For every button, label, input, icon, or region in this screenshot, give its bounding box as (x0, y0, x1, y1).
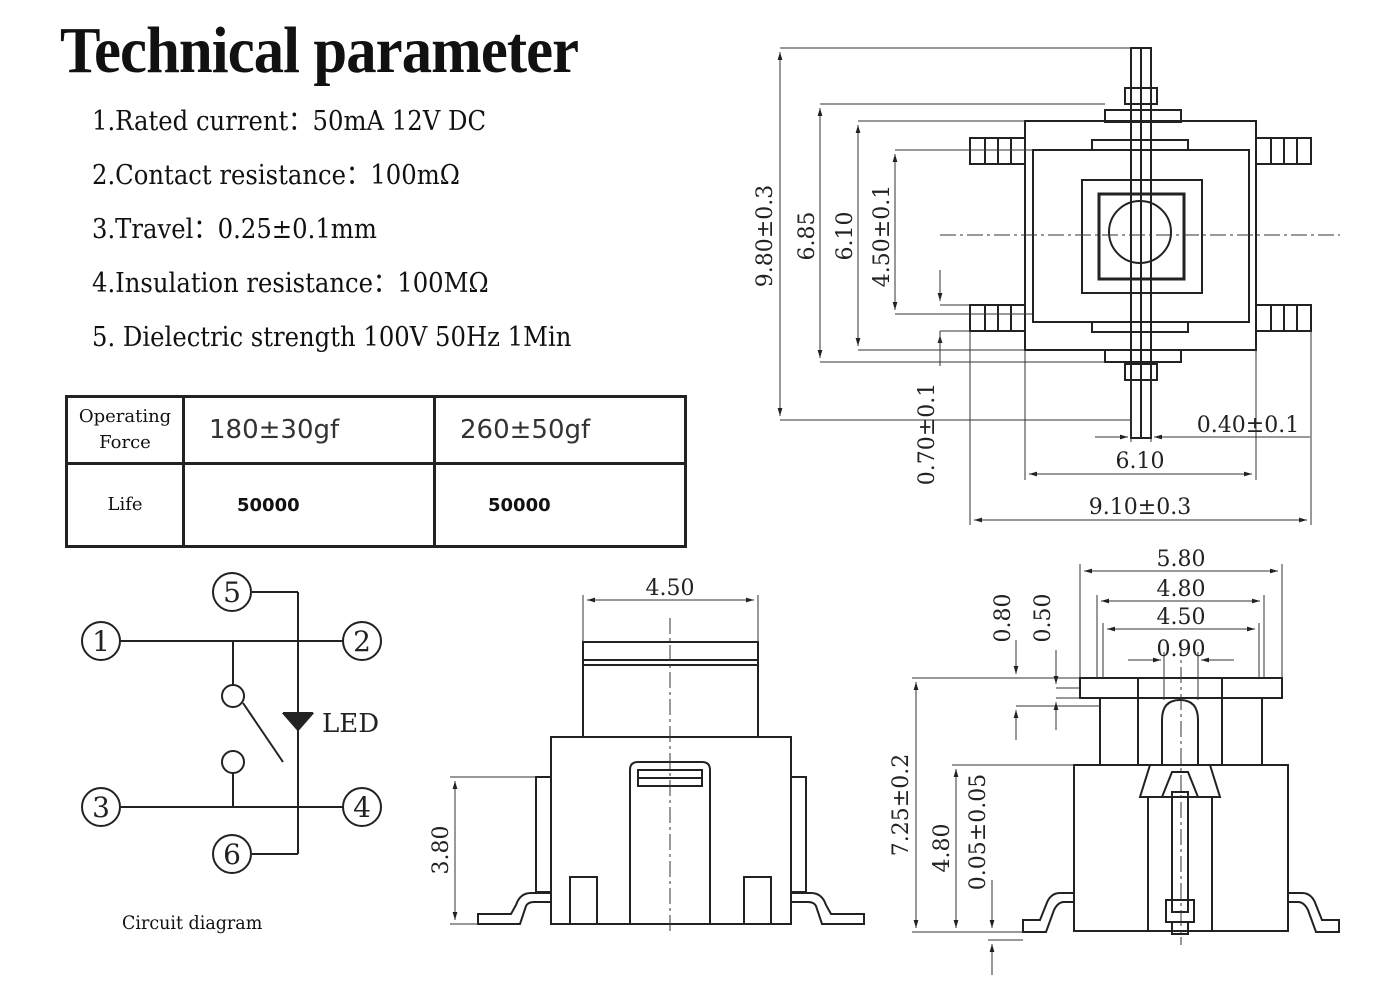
table-row: Operating Force 180±30gf 260±50gf (65, 395, 687, 465)
pin-2-circle (342, 621, 382, 661)
circuit-diagram (81, 572, 382, 874)
top-view-dimensions (777, 47, 1340, 525)
side-view-drawing (1022, 677, 1340, 935)
pin-5-label: 5 (223, 576, 241, 609)
front-dim-4.50: 4.50 (646, 576, 695, 601)
pin-1-label: 1 (92, 625, 110, 658)
dim-6.10-horizontal: 6.10 (1116, 449, 1165, 474)
param-travel: 3.Travel：0.25±0.1mm (92, 214, 377, 245)
param-rated-current: 1.Rated current：50mA 12V DC (92, 106, 487, 137)
front-dim-3.80: 3.80 (429, 826, 454, 875)
top-view-drawing (969, 47, 1312, 439)
life-label: Life (65, 462, 185, 548)
operating-force-label: Operating Force (65, 395, 185, 465)
pin-3-circle (81, 787, 121, 827)
pin-4-circle (342, 787, 382, 827)
side-dim-0.50: 0.50 (1031, 594, 1056, 643)
param-contact-resistance: 2.Contact resistance：100mΩ (92, 160, 460, 191)
side-dim-4.80-vertical: 4.80 (930, 824, 955, 873)
pin-5-circle (212, 572, 252, 612)
dim-9.10: 9.10±0.3 (1089, 495, 1191, 520)
force-a-value: 180±30gf (182, 395, 436, 465)
side-view-dimensions (912, 564, 1283, 975)
life-b-value: 50000 (433, 462, 687, 548)
front-view-drawing (477, 641, 865, 925)
pin-6-label: 6 (223, 838, 241, 871)
side-dim-0.05: 0.05±0.05 (966, 774, 991, 890)
side-dim-0.90: 0.90 (1157, 637, 1206, 662)
side-dim-7.25: 7.25±0.2 (889, 754, 914, 856)
page-title: Technical parameter (60, 14, 579, 87)
side-dim-0.80: 0.80 (991, 594, 1016, 643)
pin-4-label: 4 (353, 791, 371, 824)
circuit-caption: Circuit diagram (122, 912, 263, 934)
pin-2-label: 2 (353, 625, 371, 658)
pin-3-label: 3 (92, 791, 110, 824)
parameter-list: 1.Rated current：50mA 12V DC 2.Contact re… (92, 100, 625, 370)
force-b-value: 260±50gf (433, 395, 687, 465)
pin-1-circle (81, 621, 121, 661)
table-row: Life 50000 50000 (65, 462, 687, 548)
param-insulation-resistance: 4.Insulation resistance：100MΩ (92, 268, 489, 299)
param-dielectric-strength: 5. Dielectric strength 100V 50Hz 1Min (92, 322, 572, 353)
dim-6.10-vertical: 6.10 (833, 212, 858, 261)
pin-6-circle (212, 834, 252, 874)
led-label: LED (322, 709, 379, 739)
dim-0.40: 0.40±0.1 (1197, 413, 1299, 438)
side-dim-5.80: 5.80 (1157, 547, 1206, 572)
dim-0.70: 0.70±0.1 (915, 383, 940, 485)
life-a-value: 50000 (182, 462, 436, 548)
dim-4.50-tol: 4.50±0.1 (870, 185, 895, 287)
side-dim-4.50: 4.50 (1157, 605, 1206, 630)
spec-table: Operating Force 180±30gf 260±50gf Life 5… (65, 395, 687, 548)
dim-9.80: 9.80±0.3 (753, 185, 778, 287)
dim-6.85: 6.85 (795, 212, 820, 261)
front-view-dimensions (450, 595, 759, 935)
side-dim-4.80-horizontal: 4.80 (1157, 577, 1206, 602)
